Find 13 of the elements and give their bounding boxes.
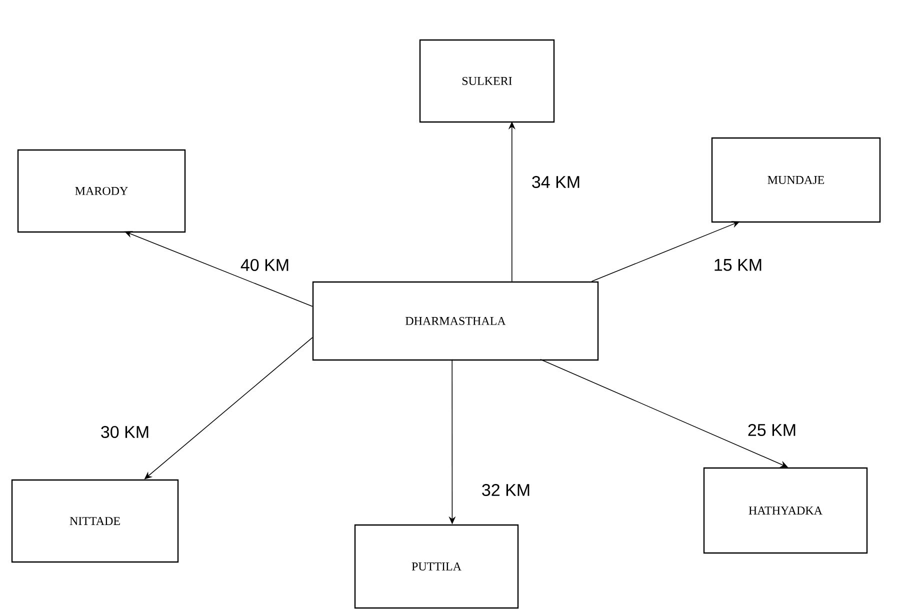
- edge-label: 30 KM: [99, 424, 151, 440]
- place-box: MUNDAJE: [711, 137, 881, 223]
- place-box: DHARMASTHALA: [312, 281, 599, 361]
- edge-label: 25 KM: [746, 422, 798, 438]
- edge-label: 32 KM: [480, 482, 532, 498]
- edge-label: 15 KM: [712, 258, 764, 272]
- place-box: MARODY: [17, 149, 186, 233]
- place-box: PUTTILA: [354, 524, 519, 609]
- place-box: HATHYADKA: [703, 467, 868, 554]
- edge-label: 34 KM: [530, 174, 582, 190]
- place-box: SULKERI: [419, 39, 555, 123]
- place-box: NITTADE: [11, 479, 179, 563]
- edge-label: 40 KM: [239, 258, 291, 272]
